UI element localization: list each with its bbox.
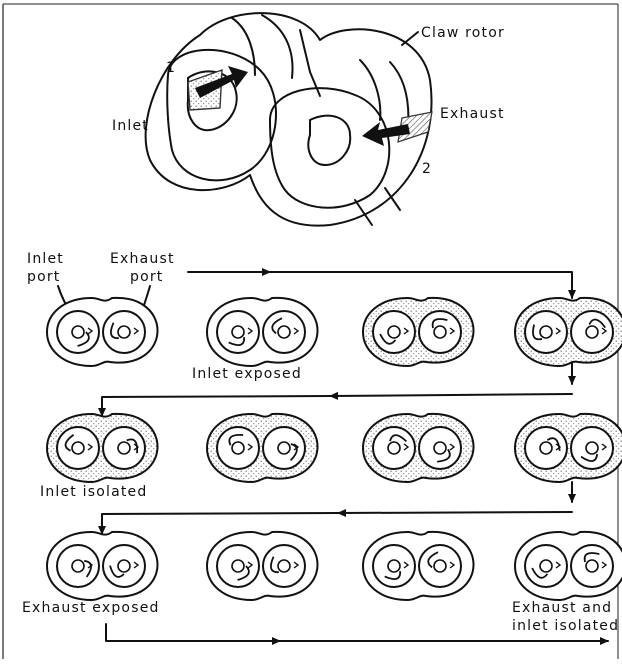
rotor-stage-9 [207,532,318,600]
rotor-bore-5-0 [217,427,259,469]
rotor-stage-5 [207,414,318,482]
rotor-band-center [300,30,320,96]
rotor-stage-3 [515,298,622,366]
flow-arrow-row3-b [102,513,338,534]
rotor-stage-1 [207,298,318,366]
rotor-bore-3-0 [525,311,567,353]
rotor-bore-10-0 [373,545,415,587]
rotor-stage-grid [47,298,622,600]
rotor-bore-3-1 [571,311,613,353]
caption-inlet-isolated: Inlet isolated [40,484,147,500]
flow-arrow-row3-a [338,512,572,513]
rotor-band-left [232,18,255,75]
front-right-lobe [270,88,389,208]
label-1: 1 [166,60,176,76]
rotor-band-left-2 [262,15,293,78]
flow-arrow-row2-a [330,394,572,396]
flow-arrow-bottom-a [106,624,280,641]
exhaust-pocket [308,116,350,165]
inlet-port-label-line1: Inlet [27,251,64,267]
rotor-stage-4 [47,414,158,482]
rotor-stage-2 [363,298,474,366]
rotor-bore-4-0 [57,427,99,469]
claw-rotor-label: Claw rotor [421,25,505,41]
rotor-stage-6 [363,414,474,482]
rotor-bore-5-1 [263,427,305,469]
rotor-bore-11-1 [571,545,613,587]
inlet-label: Inlet [112,118,149,134]
exhaust-port-label-line2: port [130,269,164,285]
rotor-bore-4-1 [103,427,145,469]
label-2: 2 [422,161,432,177]
caption-inlet-exposed: Inlet exposed [192,366,302,382]
rotor-bore-2-1 [419,311,461,353]
caption-exhaust-and-line2: inlet isolated [512,618,619,634]
inlet-port-label-line2: port [27,269,61,285]
rotor-bore-1-0 [217,311,259,353]
rotor-bore-11-0 [525,545,567,587]
rotor-stage-0 [47,298,158,366]
rotor-stage-8 [47,532,158,600]
rotor-bore-8-0 [57,545,99,587]
rotor-bore-6-0 [373,427,415,469]
rotor-bore-7-0 [525,427,567,469]
caption-exhaust-exposed: Exhaust exposed [22,600,160,616]
rotor-bore-10-1 [419,545,461,587]
rotor-stage-10 [363,532,474,600]
exhaust-port-label-line1: Exhaust [110,251,175,267]
rotor-bore-9-1 [263,545,305,587]
caption-exhaust-and-line1: Exhaust and [512,600,612,616]
claw-rotor-leader [402,32,418,45]
flow-arrow-row1-b [270,272,572,298]
rotor-stage-11 [515,532,622,600]
rotor-bore-1-1 [263,311,305,353]
rotor-bore-0-1 [103,311,145,353]
rotor-stage-7 [515,414,622,482]
exhaust-arrow-icon [362,122,410,146]
flow-arrow-row2-b [102,396,330,416]
rotor-bore-7-1 [571,427,613,469]
rotor-bore-6-1 [419,427,461,469]
exhaust-label: Exhaust [440,106,505,122]
rotor-bore-2-0 [373,311,415,353]
claw-pump-3d-illustration: 1 2 Inlet Exhaust Claw rotor [112,13,505,226]
